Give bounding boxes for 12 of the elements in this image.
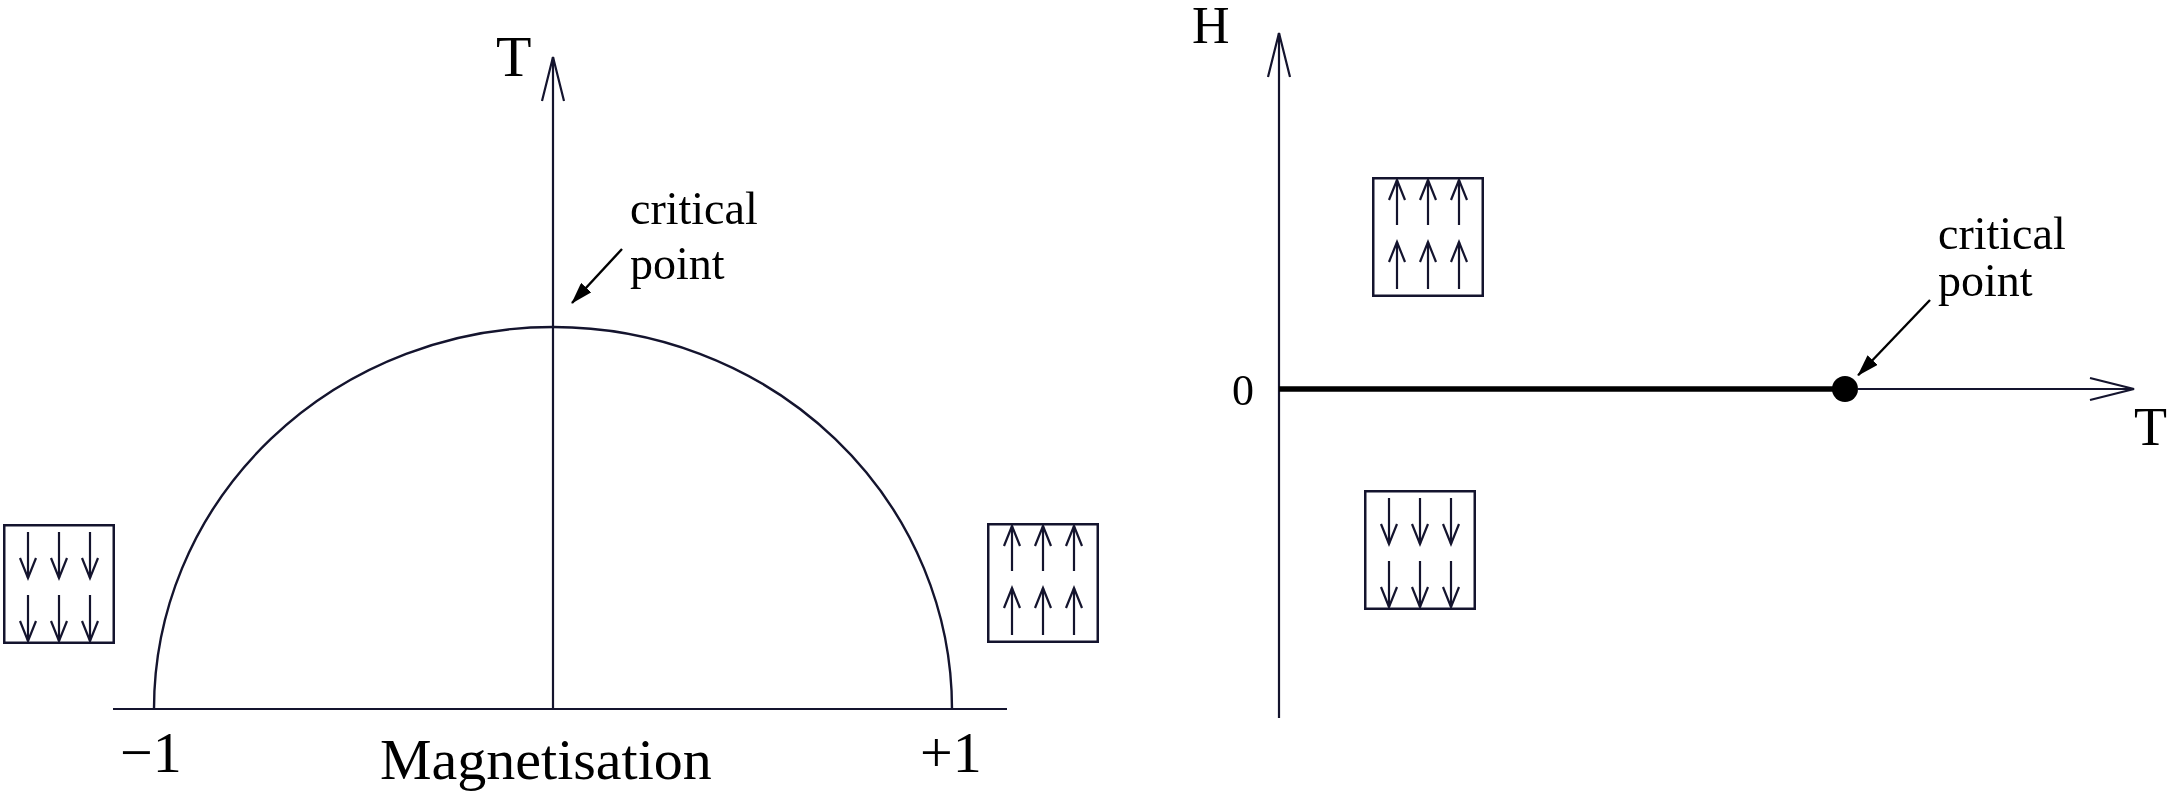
- axis-label: T: [2134, 400, 2167, 454]
- axis-label: T: [496, 28, 532, 86]
- leader-arrow: [1857, 299, 1931, 377]
- leader-arrow: [571, 248, 623, 304]
- tick-label: 0: [1232, 369, 1254, 413]
- axis-label: Magnetisation: [380, 731, 712, 789]
- critical-point-dot: [1832, 376, 1858, 402]
- tick-label: +1: [920, 724, 982, 782]
- axis-label: H: [1192, 0, 1230, 52]
- annotation-text: critical point: [1930, 211, 2074, 305]
- annotation-text: critical point: [622, 181, 766, 292]
- tick-label: −1: [120, 724, 182, 782]
